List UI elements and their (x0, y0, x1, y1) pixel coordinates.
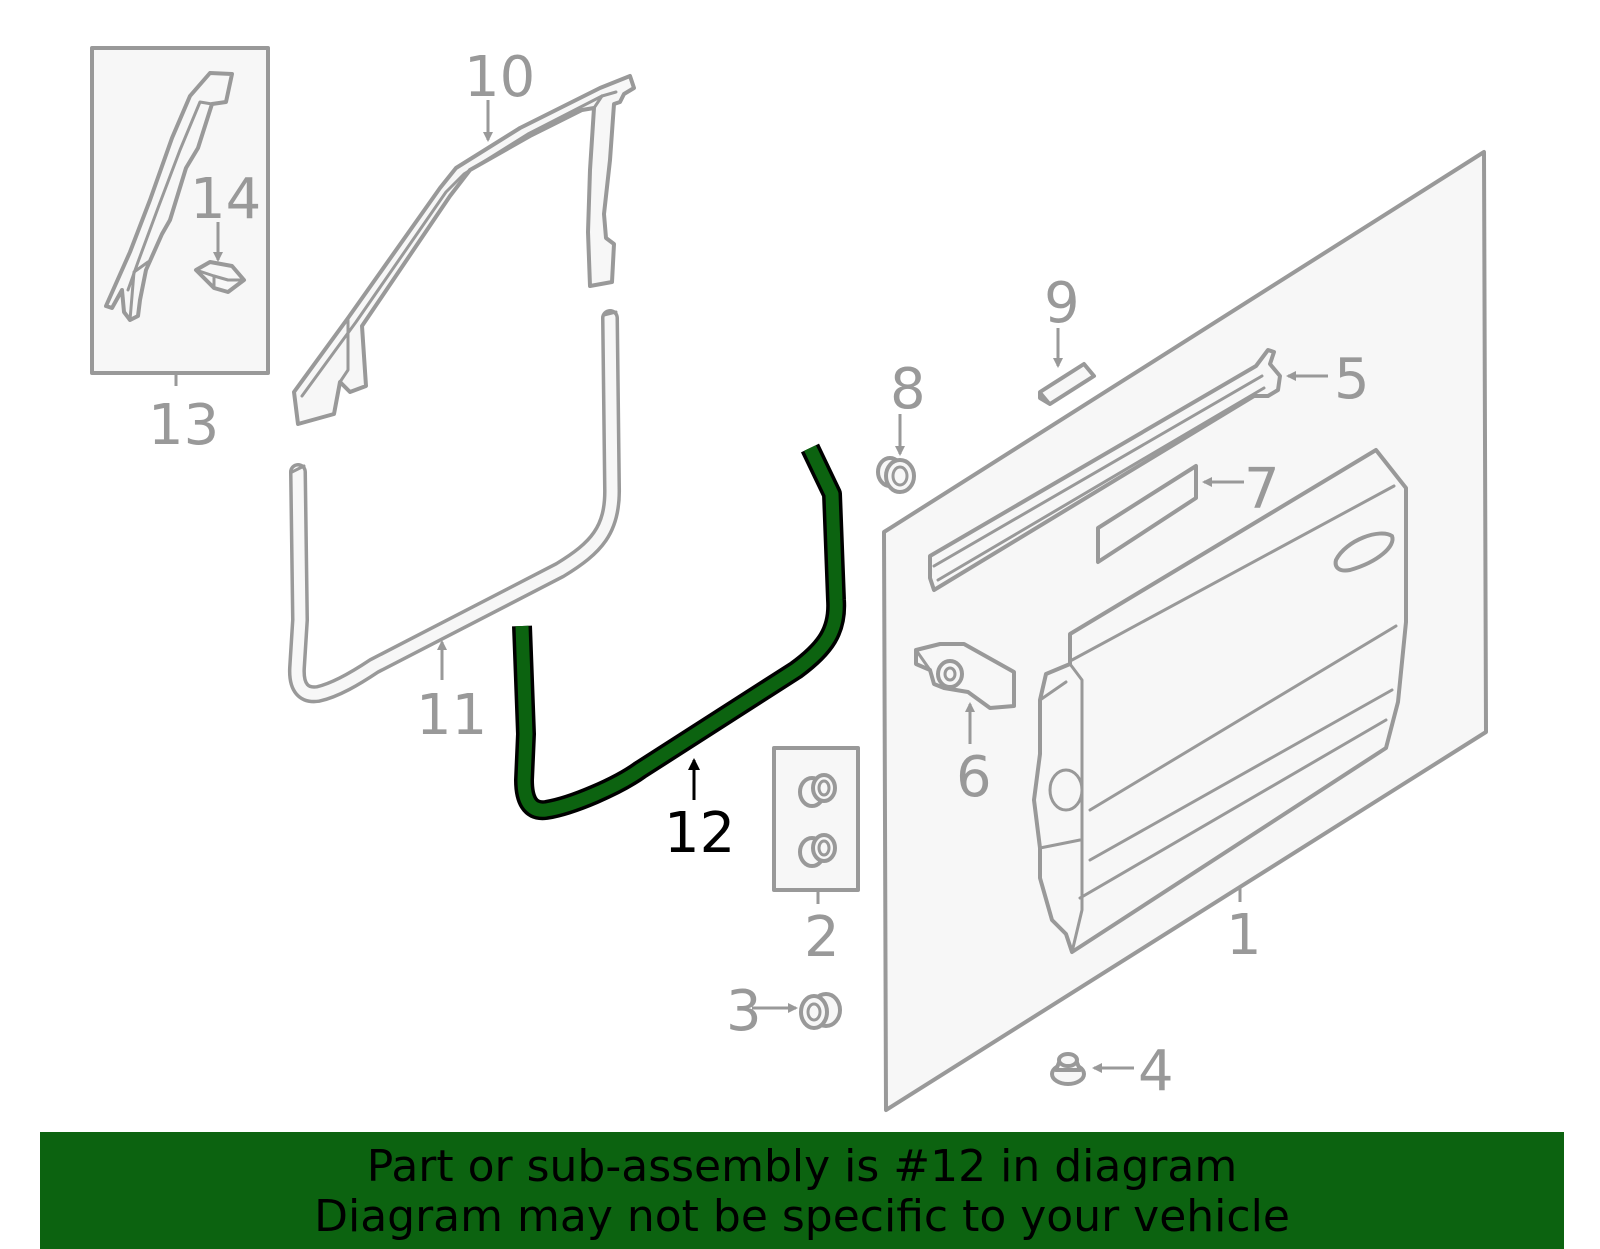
callout-14: 14 (190, 167, 261, 232)
banner-line-disclaimer: Diagram may not be specific to your vehi… (314, 1191, 1290, 1242)
part-13-pillar-trim-box (90, 46, 270, 375)
callout-9: 9 (1044, 271, 1080, 336)
callout-4: 4 (1138, 1039, 1174, 1104)
callout-11: 11 (416, 683, 487, 748)
callout-3: 3 (726, 979, 762, 1044)
part-6-bracket (914, 642, 1016, 710)
part-1-door-shell (1032, 448, 1408, 954)
part-10-upper-weatherstrip (292, 74, 636, 426)
part-12-weatherstrip-highlighted (512, 443, 847, 821)
part-2-plug-lower (798, 833, 837, 868)
callout-2: 2 (804, 905, 840, 970)
callout-7: 7 (1244, 457, 1280, 522)
callout-6: 6 (956, 745, 992, 810)
callout-1: 1 (1226, 903, 1262, 968)
leader-lines (174, 100, 1328, 1073)
callout-8: 8 (890, 357, 926, 422)
part-4-plug (1050, 1052, 1086, 1086)
part-2-plug-upper (798, 773, 837, 808)
callout-5: 5 (1334, 347, 1370, 412)
callout-10: 10 (464, 45, 535, 110)
part-3-plug (799, 992, 842, 1030)
part-5-belt-weatherstrip (928, 348, 1282, 592)
part-14-clip (194, 260, 246, 294)
callout-labels: 10 14 13 11 12 2 3 8 9 5 7 6 1 4 (148, 45, 1370, 1104)
part-9-clip (1038, 362, 1096, 406)
info-banner: Part or sub-assembly is #12 in diagram D… (40, 1132, 1564, 1249)
part-2-plug-box (772, 746, 860, 892)
banner-line-part-number: Part or sub-assembly is #12 in diagram (366, 1141, 1238, 1192)
part-7-pad (1096, 464, 1198, 564)
callout-12[interactable]: 12 (664, 801, 735, 866)
part-8-grommet (876, 456, 916, 494)
callout-13: 13 (148, 393, 219, 458)
part-11-lower-weatherstrip (287, 309, 622, 704)
